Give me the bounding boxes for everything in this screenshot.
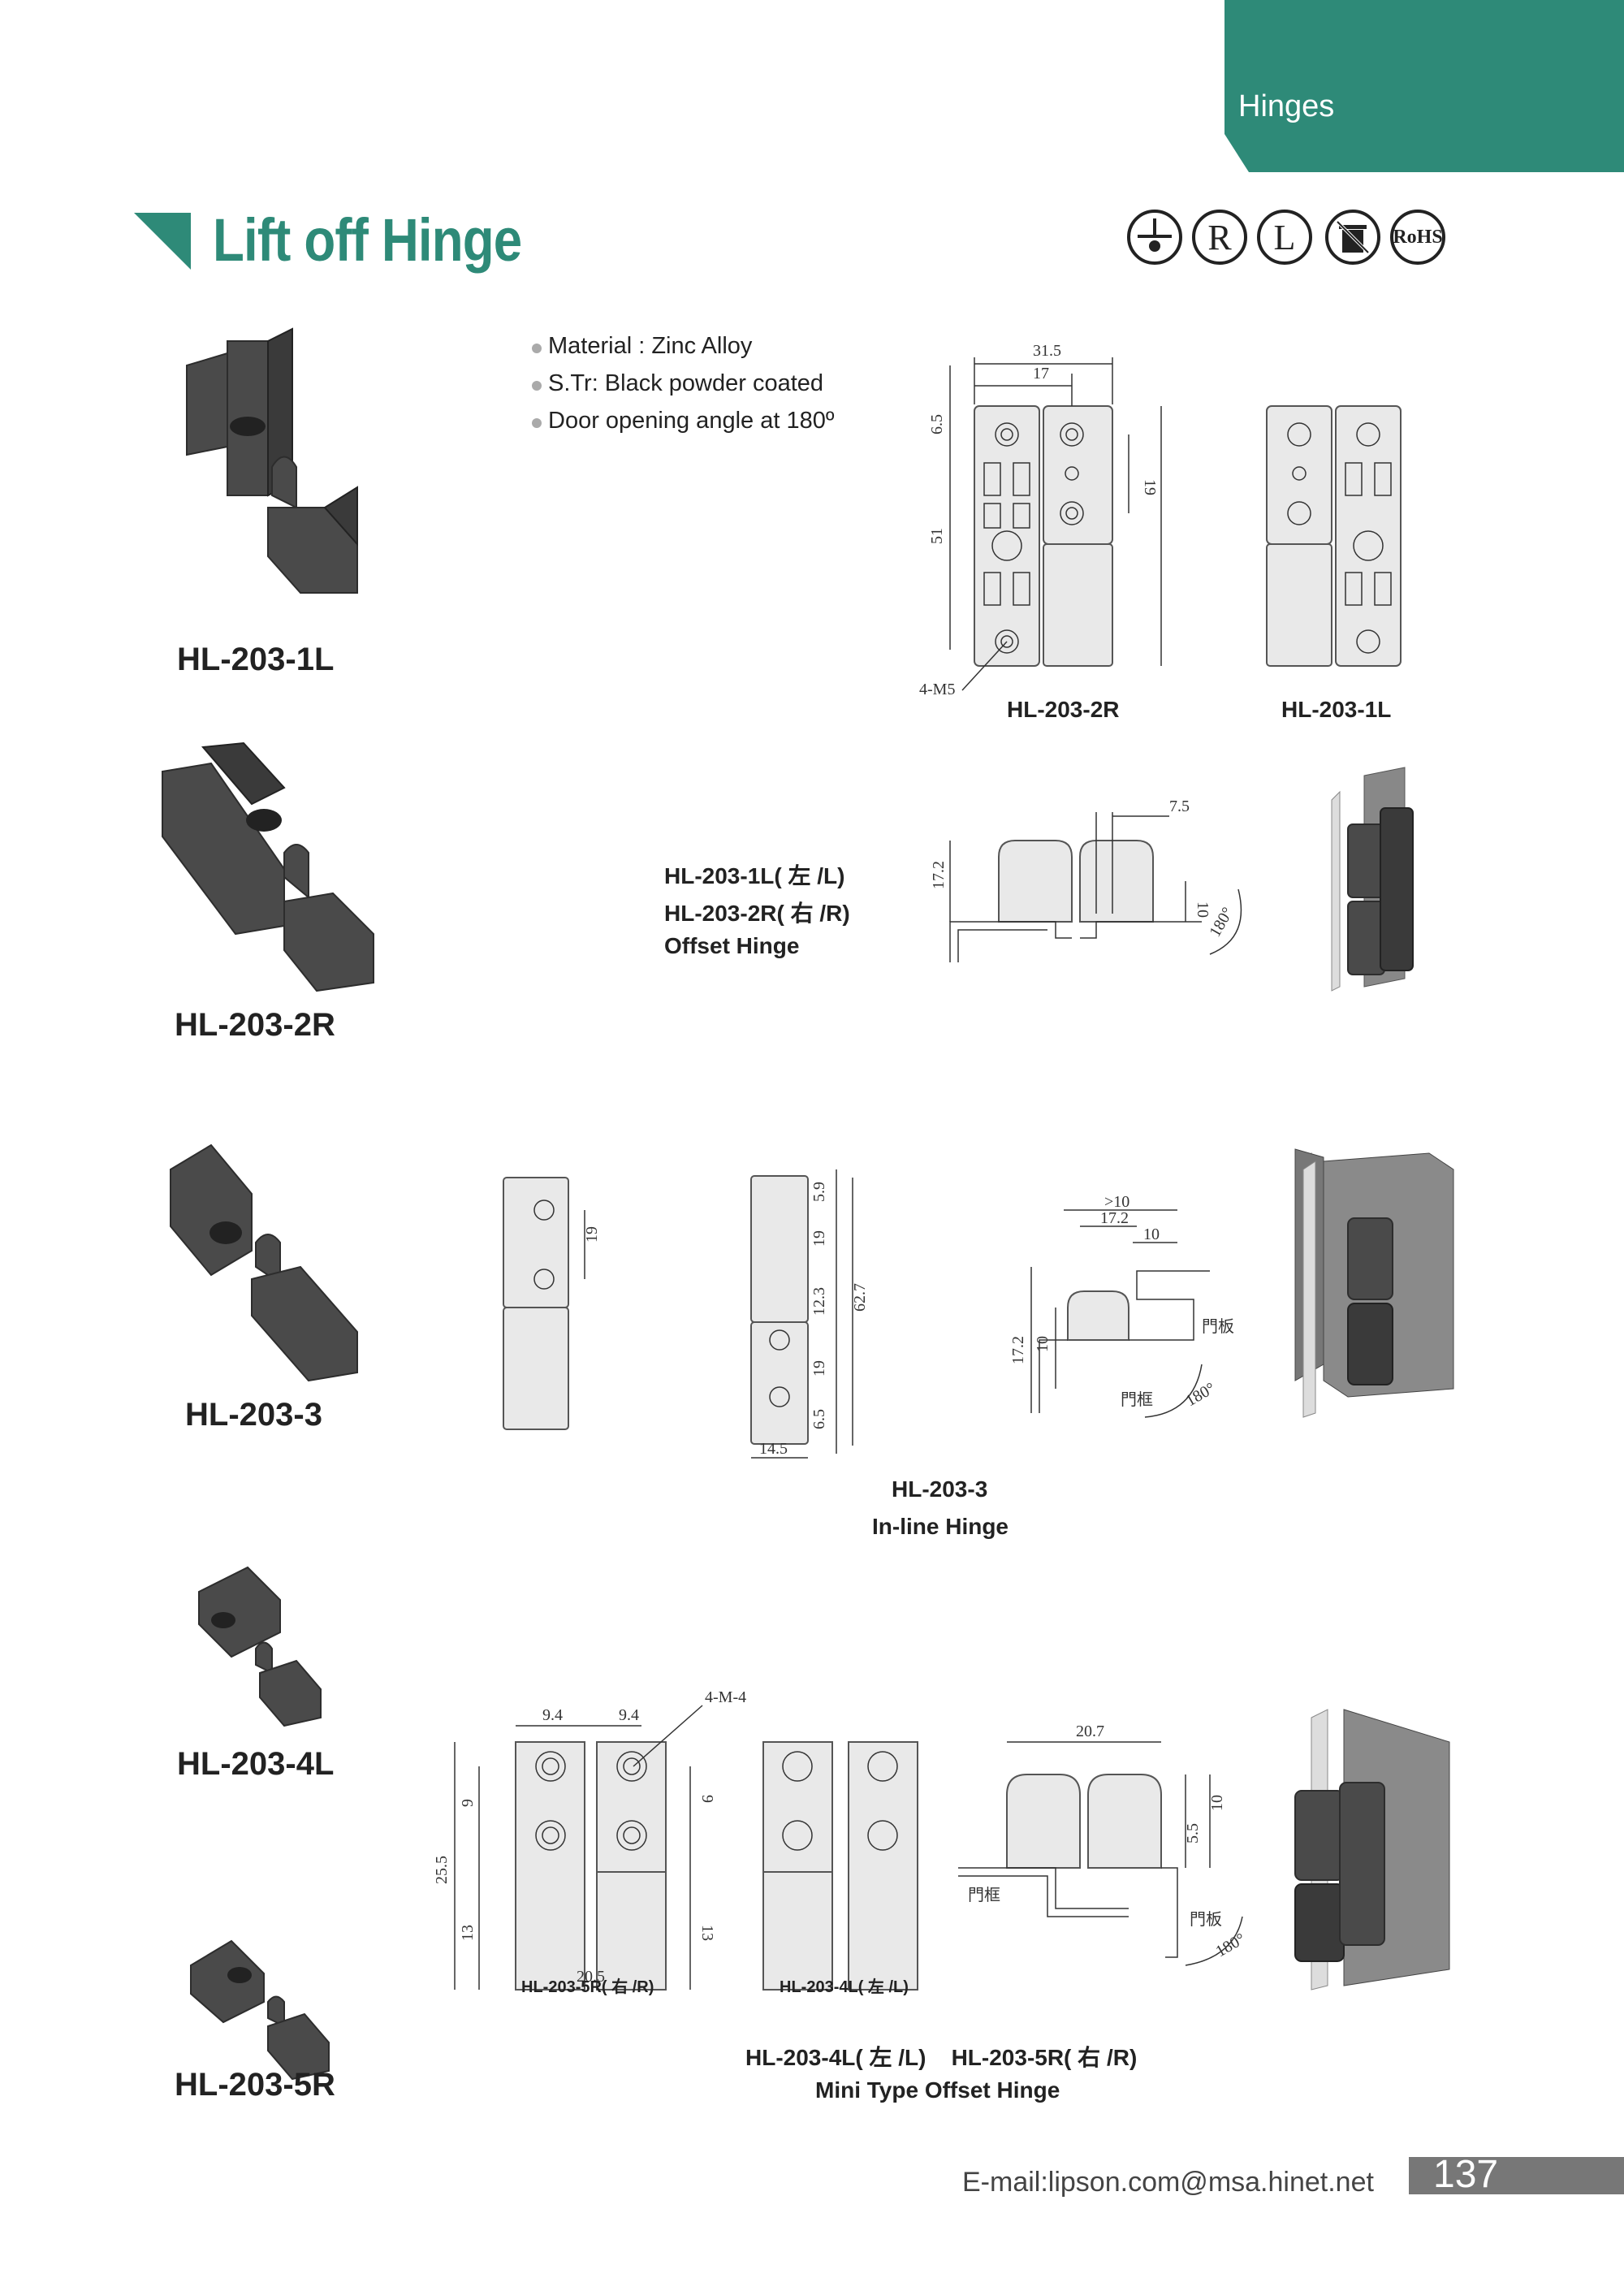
hinge-photo-2r <box>162 741 374 992</box>
model-label-3: HL-203-3 <box>185 1397 322 1433</box>
svg-text:17.2: 17.2 <box>1009 1336 1027 1364</box>
svg-text:13: 13 <box>698 1925 716 1941</box>
offset-caption-line1: HL-203-1L( 左 /L) <box>664 863 845 888</box>
inline-caption-type: In-line Hinge <box>872 1514 1009 1539</box>
caption-1l-drawing: HL-203-1L <box>1281 697 1392 722</box>
page-number-bar <box>1409 2157 1624 2194</box>
svg-text:13: 13 <box>459 1925 477 1941</box>
badge-l: L <box>1257 210 1312 265</box>
svg-text:6.5: 6.5 <box>928 414 946 434</box>
svg-text:17.2: 17.2 <box>930 861 948 889</box>
drawing-front-views: 31.5 17 6.5 51 19 4-M5 <box>919 342 1402 698</box>
mini-caption-5r: HL-203-5R( 右 /R) <box>521 1978 654 1996</box>
drawing-inline: 19 5.9 19 12.3 62.7 19 6.5 14.5 >10 17.2… <box>503 1148 1324 1459</box>
badge-r: R <box>1192 210 1247 265</box>
svg-text:6.5: 6.5 <box>810 1409 828 1429</box>
offset-caption-line2: HL-203-2R( 右 /R) <box>664 901 850 926</box>
ground-symbol-icon <box>1127 210 1182 265</box>
svg-text:19: 19 <box>810 1360 828 1377</box>
svg-text:25.5: 25.5 <box>433 1856 451 1884</box>
page-number: 137 <box>1433 2153 1499 2196</box>
model-label-2r: HL-203-2R <box>175 1007 335 1043</box>
hinge-photo-4l <box>198 1566 322 1727</box>
footer-email: E-mail:lipson.com@msa.hinet.net <box>962 2167 1374 2198</box>
svg-text:19: 19 <box>583 1226 601 1243</box>
hinge-photo-5r <box>190 1939 330 2081</box>
svg-text:10: 10 <box>1194 901 1212 918</box>
caption-2r-drawing: HL-203-2R <box>1007 697 1120 722</box>
model-label-4l: HL-203-4L <box>177 1746 335 1782</box>
svg-text:門框: 門框 <box>968 1886 1000 1904</box>
title-triangle-icon <box>134 213 191 270</box>
svg-text:9: 9 <box>459 1799 477 1807</box>
section-tab <box>1224 0 1624 172</box>
svg-text:4-M5: 4-M5 <box>919 681 955 698</box>
spec-opening-angle: Door opening angle at 180º <box>531 408 835 434</box>
model-label-1l: HL-203-1L <box>177 642 335 677</box>
svg-text:20.7: 20.7 <box>1076 1723 1104 1740</box>
svg-text:17.2: 17.2 <box>1100 1209 1129 1227</box>
spec-material: Material : Zinc Alloy <box>531 333 753 359</box>
svg-text:>10: >10 <box>1104 1193 1129 1211</box>
offset-hinge-mounted-photo <box>1331 767 1414 992</box>
offset-caption-line3: Offset Hinge <box>664 933 800 958</box>
drawing-offset-side: 7.5 17.2 10 180° <box>930 798 1242 962</box>
mini-caption-type: Mini Type Offset Hinge <box>815 2077 1060 2103</box>
svg-text:20.5: 20.5 <box>577 1968 605 1986</box>
svg-text:9.4: 9.4 <box>619 1706 639 1724</box>
mini-caption-4l: HL-203-4L( 左 /L) <box>780 1978 909 1996</box>
svg-text:5.9: 5.9 <box>810 1182 828 1202</box>
svg-text:10: 10 <box>1034 1336 1052 1352</box>
svg-text:12.3: 12.3 <box>810 1287 828 1316</box>
drawing-mini-offset: 9.4 9.4 4-M-4 25.5 9 13 9 13 20.5 20.7 5… <box>433 1688 1249 1991</box>
svg-text:180°: 180° <box>1183 1379 1219 1410</box>
hinge-photo-1l <box>186 327 358 594</box>
svg-text:10: 10 <box>1143 1225 1160 1243</box>
svg-text:9: 9 <box>698 1795 716 1803</box>
mini-hinge-mounted-photo <box>1294 1709 1450 1991</box>
svg-text:31.5: 31.5 <box>1033 342 1061 360</box>
svg-text:7.5: 7.5 <box>1169 798 1190 815</box>
inline-hinge-mounted-photo <box>1302 1152 1454 1418</box>
svg-text:51: 51 <box>928 528 946 544</box>
mini-caption-models: HL-203-4L( 左 /L) HL-203-5R( 右 /R) <box>745 2045 1138 2070</box>
svg-text:9.4: 9.4 <box>542 1706 563 1724</box>
svg-text:10: 10 <box>1208 1795 1226 1811</box>
svg-text:14.5: 14.5 <box>759 1440 788 1458</box>
section-tab-label: Hinges <box>1238 89 1335 123</box>
page-title: Lift off Hinge <box>213 206 522 274</box>
svg-text:17: 17 <box>1033 365 1049 383</box>
svg-text:4-M-4: 4-M-4 <box>705 1688 746 1706</box>
svg-text:19: 19 <box>810 1230 828 1247</box>
svg-text:門框: 門框 <box>1121 1390 1153 1409</box>
svg-text:5.5: 5.5 <box>1184 1823 1202 1844</box>
svg-text:門板: 門板 <box>1202 1317 1234 1336</box>
svg-text:19: 19 <box>1141 479 1159 495</box>
badge-rohs: RoHS <box>1390 210 1445 265</box>
inline-caption-model: HL-203-3 <box>892 1476 988 1502</box>
recycle-bin-icon <box>1325 210 1380 265</box>
spec-surface: S.Tr: Black powder coated <box>531 370 824 396</box>
model-label-5r: HL-203-5R <box>175 2067 335 2103</box>
hinge-photo-3 <box>170 1143 358 1382</box>
svg-text:180°: 180° <box>1213 1930 1249 1960</box>
svg-text:62.7: 62.7 <box>851 1283 869 1312</box>
svg-text:門板: 門板 <box>1190 1910 1222 1929</box>
